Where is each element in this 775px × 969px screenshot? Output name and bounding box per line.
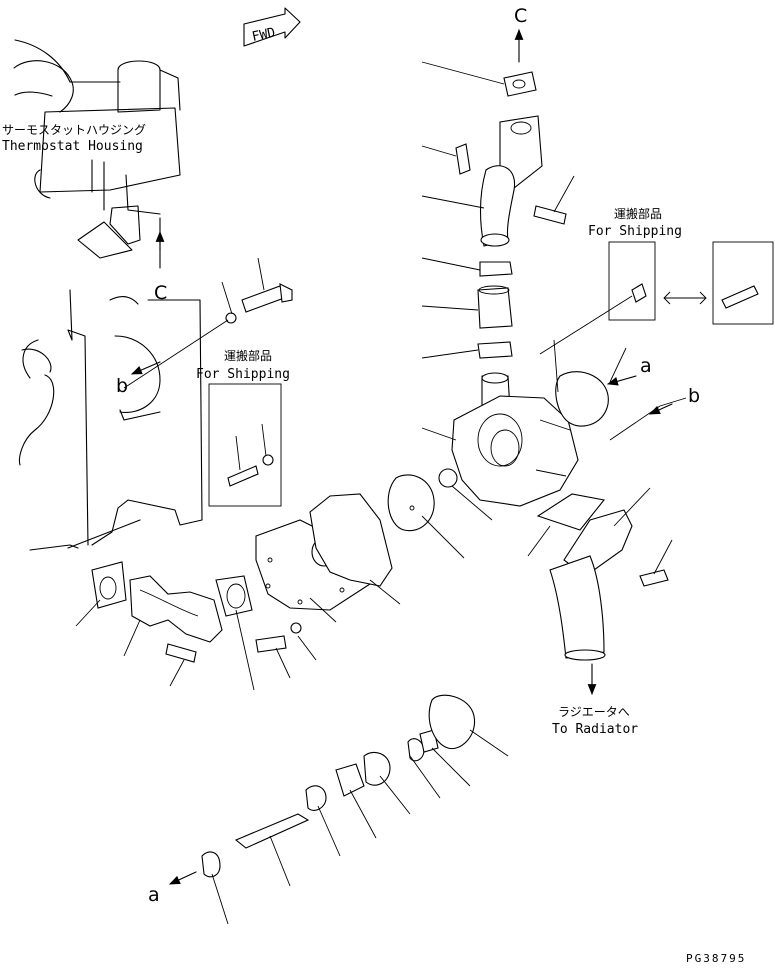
- thermostat-housing-label-jp: サーモスタットハウジング: [2, 123, 146, 137]
- ref-b-right: b: [688, 385, 700, 407]
- water-pump-body: [451, 372, 579, 507]
- for-shipping-top-en: For Shipping: [588, 224, 682, 239]
- thermostat-housing-label-en: Thermostat Housing: [2, 139, 143, 154]
- fwd-direction-arrow: FWD: [243, 7, 301, 47]
- for-shipping-left-en: For Shipping: [196, 367, 290, 382]
- drawing-code: PG38795: [686, 952, 746, 965]
- for-shipping-box-right: [608, 241, 774, 325]
- for-shipping-left-jp: 運搬部品: [224, 348, 272, 363]
- for-shipping-box-left: [208, 383, 282, 507]
- engine-block-outline: [18, 289, 203, 551]
- pump-cover-plates: [255, 493, 393, 611]
- to-radiator-en: To Radiator: [552, 722, 638, 737]
- inlet-elbow-group: [91, 561, 302, 663]
- ref-a-right: a: [640, 355, 652, 377]
- to-radiator-jp: ラジエータへ: [558, 705, 630, 719]
- for-shipping-top-jp: 運搬部品: [614, 206, 662, 221]
- upper-outlet-pipes: [455, 71, 567, 359]
- outlet-gasket-and-elbow: [536, 371, 669, 661]
- reference-arrows: [130, 28, 673, 885]
- engine-outline: [13, 39, 181, 269]
- shaft-and-bearings: [201, 694, 476, 878]
- ref-a-bottom: a: [148, 884, 160, 906]
- ref-c-left: C: [154, 282, 167, 304]
- ref-c-top: C: [514, 5, 527, 27]
- impeller-plate: [387, 468, 458, 532]
- left-bolt-washer: [225, 283, 293, 324]
- fwd-label: FWD: [251, 25, 277, 45]
- ref-b-left: b: [116, 375, 128, 397]
- leader-lines: [75, 61, 687, 925]
